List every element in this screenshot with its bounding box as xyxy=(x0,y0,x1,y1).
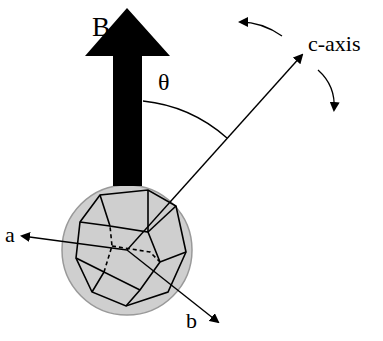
crystal-polyhedron xyxy=(76,190,186,306)
field-label: B xyxy=(92,14,110,41)
b-axis xyxy=(127,250,218,322)
rotation-arrow xyxy=(240,22,282,36)
axis-label: c-axis xyxy=(308,33,361,55)
axis-label: a xyxy=(5,224,15,246)
a-axis xyxy=(22,236,127,250)
rotation-arrow xyxy=(318,70,334,110)
c-axis-line xyxy=(127,55,302,250)
axis-label: b xyxy=(186,310,197,332)
angle-arc xyxy=(143,101,227,138)
angle-label: θ xyxy=(158,70,170,94)
field-arrow xyxy=(85,8,170,186)
